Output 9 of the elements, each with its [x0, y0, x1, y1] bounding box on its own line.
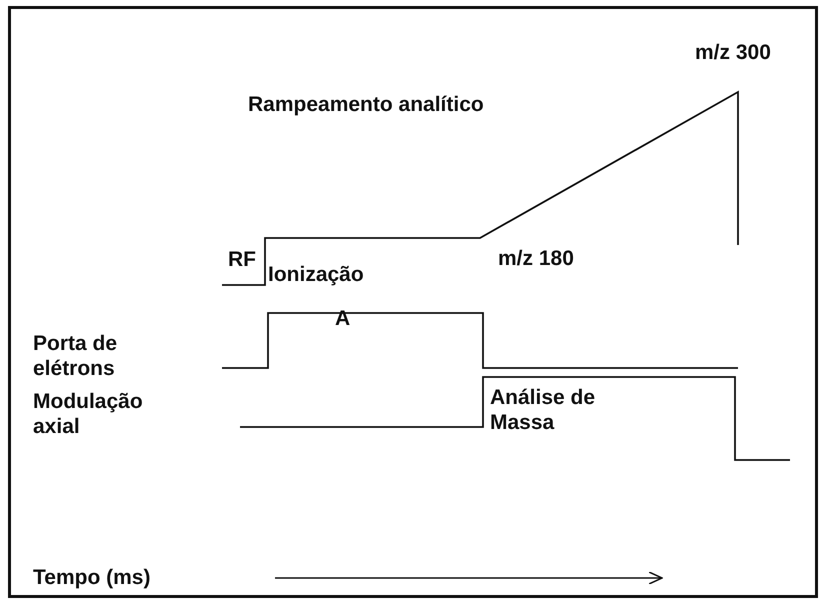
signal-label: Modulação axial [33, 389, 144, 439]
phase-label: Ionização [268, 262, 364, 287]
scan-start-label: m/z 180 [498, 246, 574, 271]
signal-label: Porta de elétrons [33, 331, 118, 381]
signal-label: RF [228, 247, 256, 272]
ramp-label: Rampeamento analítico [248, 92, 484, 117]
axis-label: Tempo (ms) [33, 565, 150, 590]
phase-label: Análise de Massa [490, 385, 596, 435]
scan-end-label: m/z 300 [695, 40, 771, 65]
